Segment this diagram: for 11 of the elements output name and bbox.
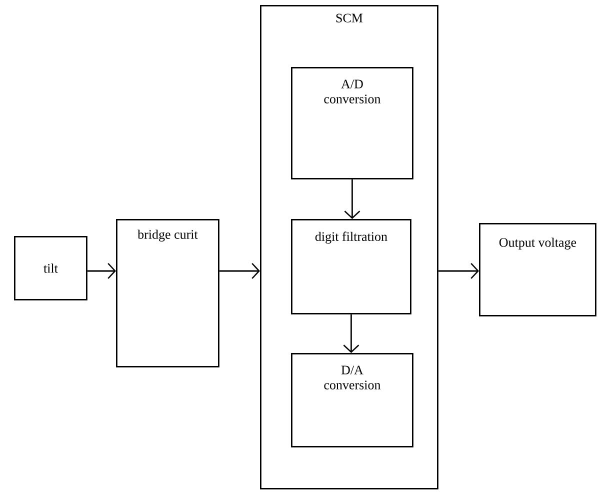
arrow	[343, 314, 360, 353]
arrow	[219, 263, 260, 279]
block-box: tilt	[14, 236, 88, 300]
arrow	[438, 263, 479, 279]
arrow	[87, 263, 116, 279]
block-box: A/D conversion	[291, 67, 414, 180]
block-box: Output voltage	[479, 223, 596, 316]
block-box: D/A conversion	[291, 352, 414, 448]
arrow	[344, 179, 360, 219]
block-box: digit filtration	[291, 219, 412, 314]
block-box: bridge curit	[116, 219, 220, 368]
